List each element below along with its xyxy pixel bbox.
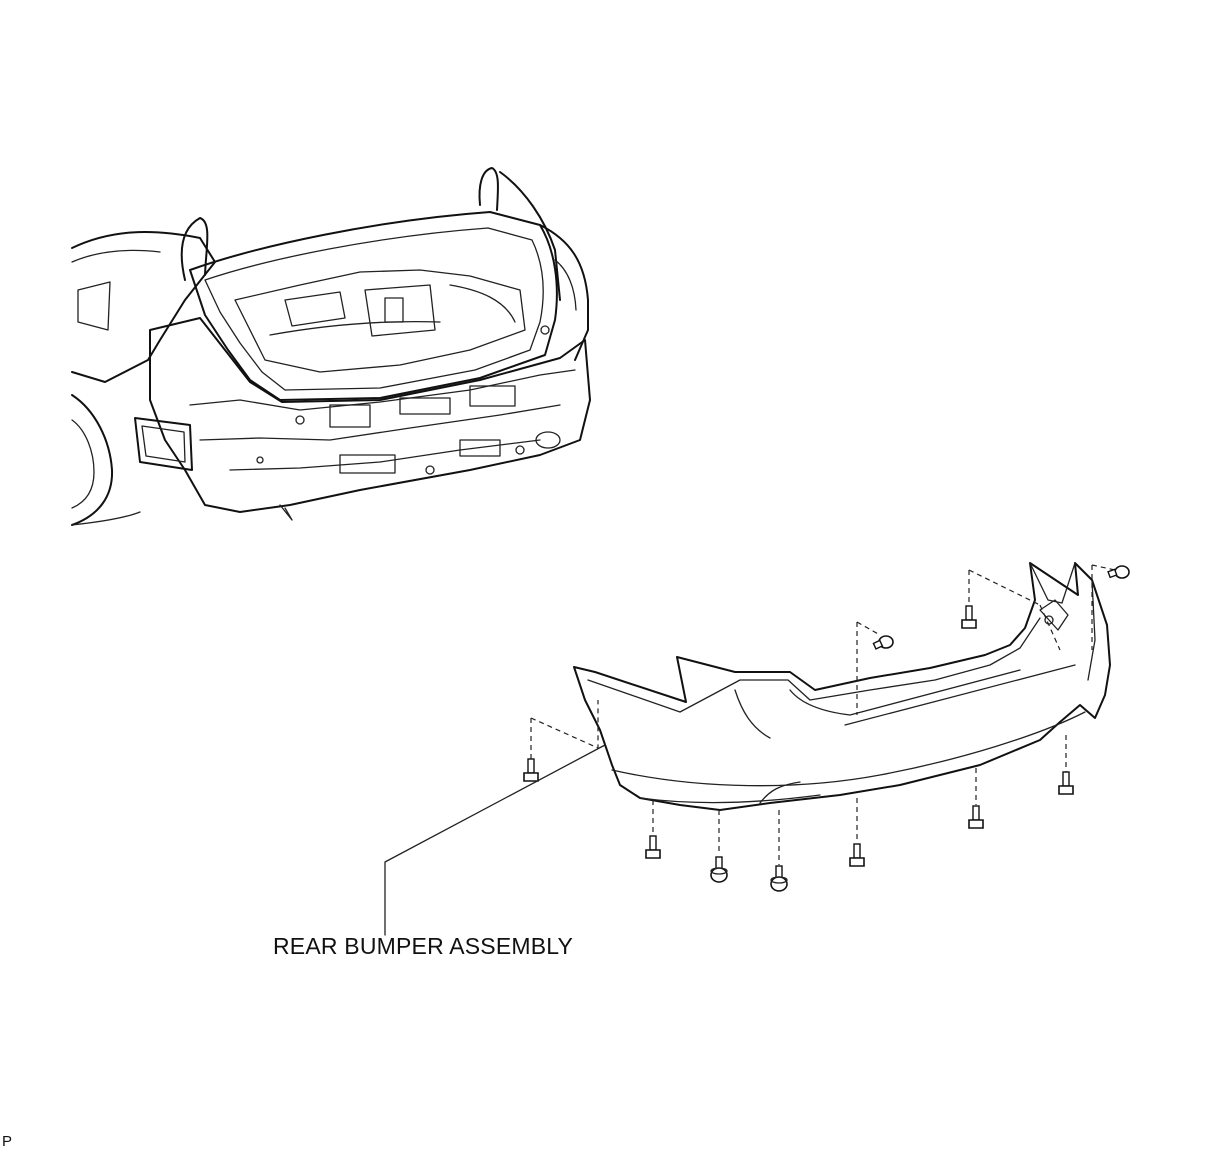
bolt-icon bbox=[1058, 771, 1074, 795]
part-label: REAR BUMPER ASSEMBLY bbox=[273, 933, 574, 959]
bolt-icon bbox=[645, 835, 661, 859]
bolt-icon bbox=[968, 805, 984, 829]
bolt-icon bbox=[961, 605, 977, 629]
fasteners bbox=[523, 565, 1130, 892]
bolt-icon bbox=[770, 865, 788, 892]
corner-mark: P bbox=[2, 1133, 13, 1150]
bolt-icon bbox=[872, 635, 894, 650]
vehicle-rear-body bbox=[71, 167, 591, 526]
bolt-icon bbox=[523, 758, 539, 782]
bolt-icon bbox=[1107, 565, 1130, 579]
rear-bumper-assembly bbox=[573, 562, 1111, 811]
label-leader-line bbox=[384, 744, 606, 936]
bolt-icon bbox=[710, 856, 728, 883]
bolt-icon bbox=[849, 843, 865, 867]
